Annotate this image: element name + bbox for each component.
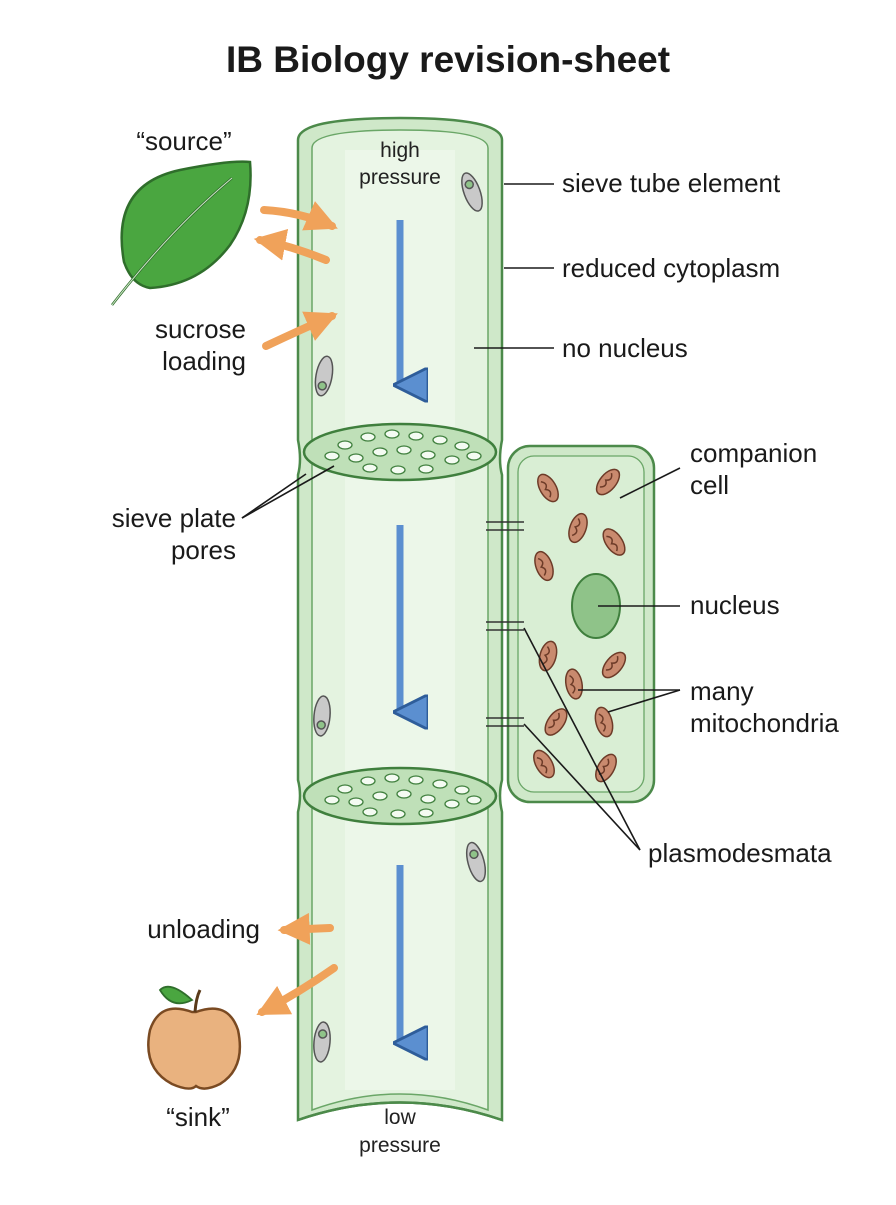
source-label: “source” — [136, 126, 231, 156]
sieve-tube — [296, 116, 504, 1122]
sink-label: “sink” — [166, 1102, 230, 1132]
companion-cell-label-line2: cell — [690, 470, 729, 500]
low-pressure-label-line1: low — [384, 1106, 416, 1129]
sucrose-loading-label-line2: loading — [162, 346, 246, 376]
high-pressure-label-line2: pressure — [359, 166, 441, 189]
reduced-cytoplasm-label: reduced cytoplasm — [562, 253, 780, 283]
sieve-plate-upper — [302, 422, 498, 482]
high-pressure-label-line1: high — [380, 139, 420, 162]
nucleus-label: nucleus — [690, 590, 780, 620]
sucrose-loading-label-line1: sucrose — [155, 314, 246, 344]
plasmodesmata-label: plasmodesmata — [648, 838, 832, 868]
sieve-tube-organelles — [313, 172, 487, 1063]
no-nucleus-label: no nucleus — [562, 333, 688, 363]
leaf-icon — [111, 160, 252, 306]
sucrose-arrows — [253, 201, 338, 1016]
many-mitochondria-label-line2: mitochondria — [690, 708, 839, 738]
apple-icon — [147, 985, 242, 1090]
page-title: IB Biology revision-sheet — [226, 39, 670, 80]
sieve-plate-label-line1: sieve plate — [112, 503, 236, 533]
leader-lines — [241, 183, 681, 851]
low-pressure-label-line2: pressure — [359, 1134, 441, 1157]
many-mitochondria-label-line1: many — [690, 676, 754, 706]
unloading-label: unloading — [147, 914, 260, 944]
mitochondria-group — [533, 468, 627, 783]
companion-cell-label-line1: companion — [690, 438, 817, 468]
sieve-plate-label-line2: pores — [171, 535, 236, 565]
sieve-plate-lower — [302, 766, 498, 826]
plasmodesmata-channels — [486, 521, 524, 727]
sieve-tube-element-label: sieve tube element — [562, 168, 781, 198]
